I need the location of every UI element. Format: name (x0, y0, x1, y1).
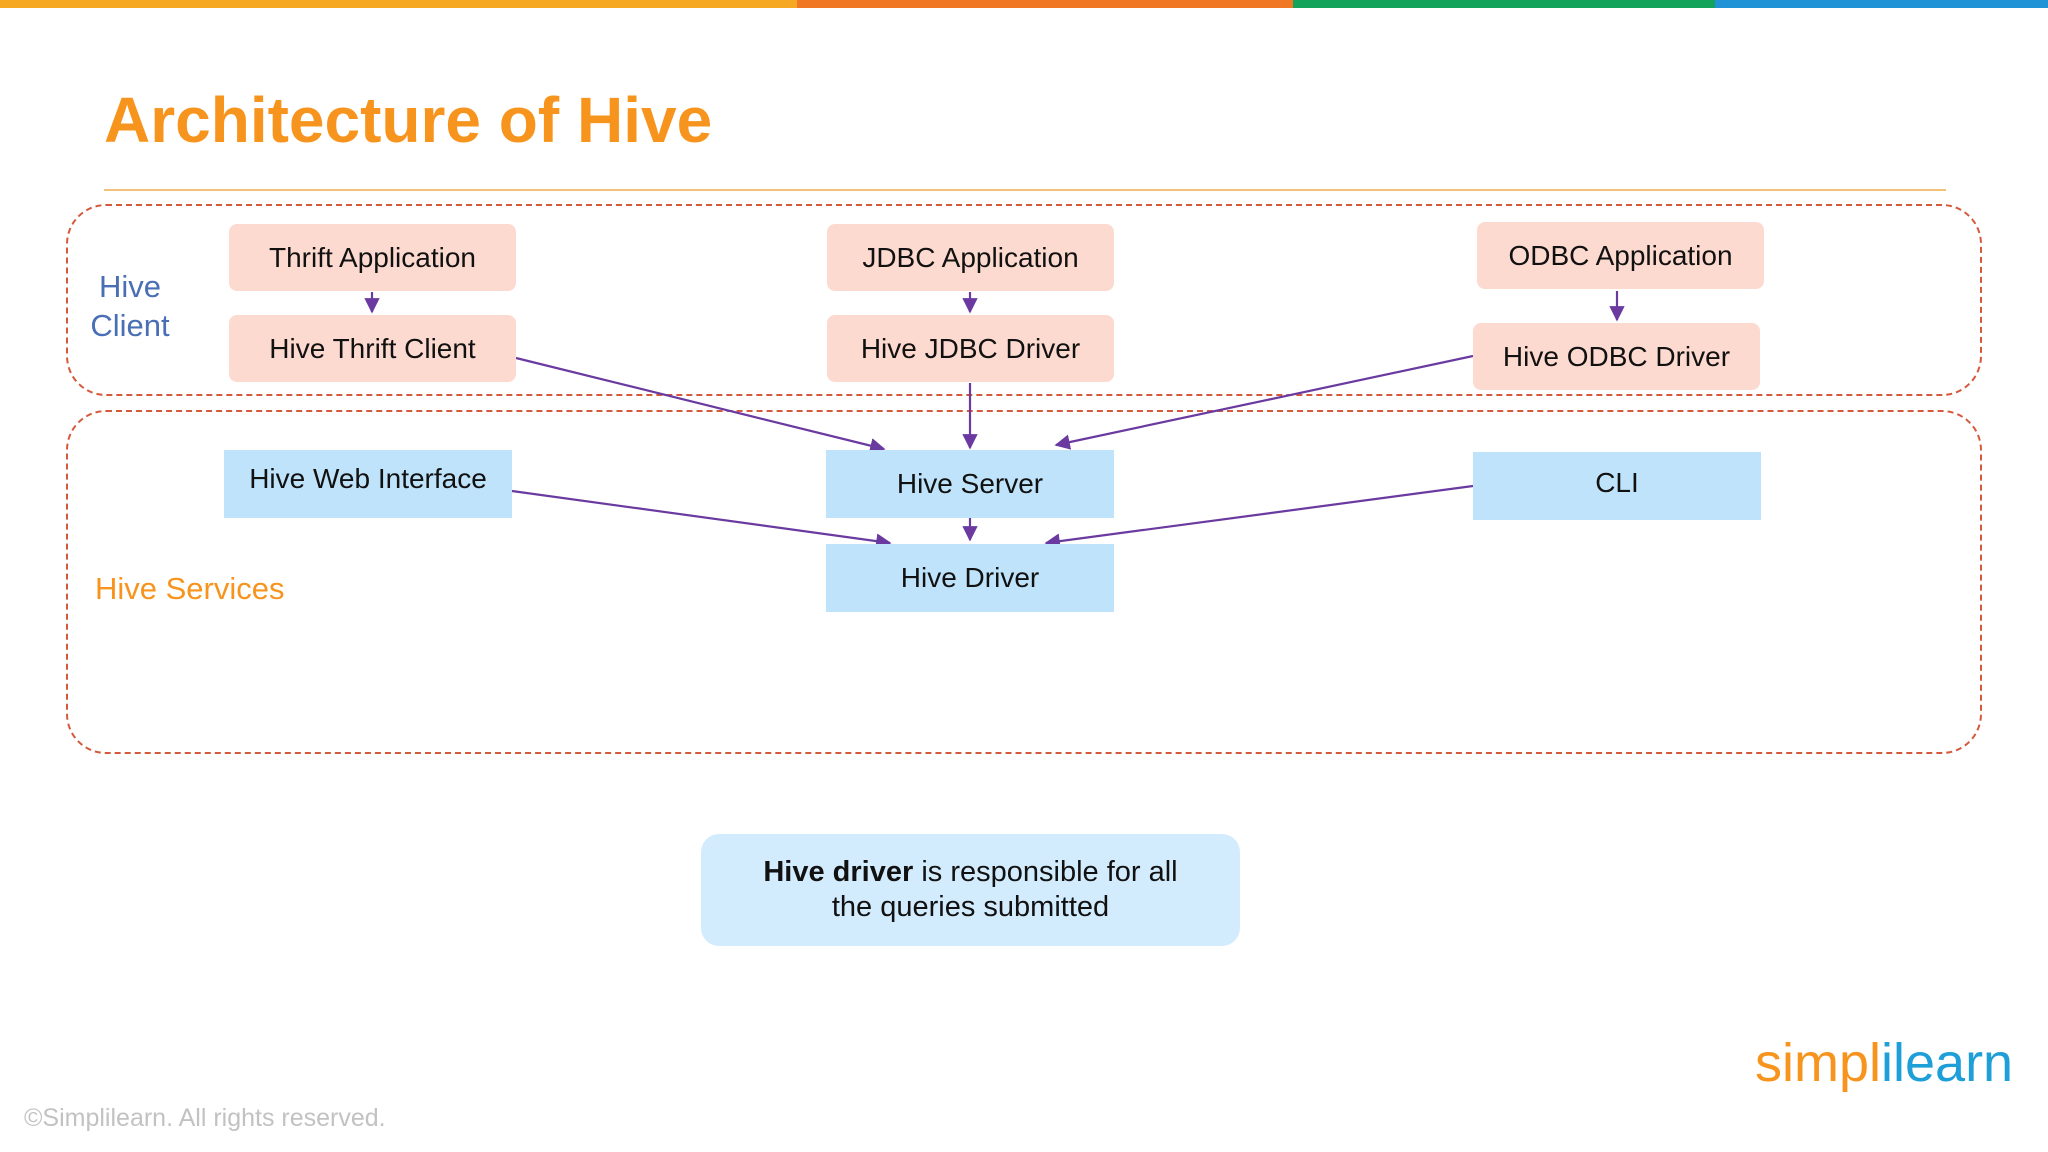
hive-client-label-line1: Hive (98, 269, 161, 304)
note-line-2: the queries submitted (831, 891, 1110, 923)
hive-services-group (66, 410, 1982, 754)
odbc-application-box: ODBC Application (1477, 222, 1764, 289)
hive-thrift-client-box: Hive Thrift Client (229, 315, 516, 382)
arrow-cli-to-driver (1044, 484, 1474, 549)
note-bold-text: Hive driver (763, 855, 914, 888)
hive-client-group (66, 204, 1982, 396)
logo-part-1: simpl (1755, 1033, 1882, 1093)
logo-part-2: ilearn (1881, 1033, 2014, 1093)
page-title: Architecture of Hive (104, 84, 713, 156)
cli-box: CLI (1473, 452, 1761, 520)
arrow-odbc-driver-to-server (1054, 354, 1474, 450)
title-divider (104, 189, 1946, 191)
hive-driver-note: Hive driver is responsible for all the q… (701, 834, 1240, 946)
hive-jdbc-driver-box: Hive JDBC Driver (827, 315, 1114, 382)
top-bar-segment-3 (1293, 0, 1715, 8)
note-line-1: Hive driver is responsible for all (763, 855, 1177, 890)
top-bar-segment-1 (0, 0, 797, 8)
note-line-1-text: is responsible for all (913, 855, 1178, 888)
hive-client-label: Hive Client (80, 268, 180, 346)
hive-web-interface-box: Hive Web Interface (224, 450, 512, 518)
hive-services-label: Hive Services (95, 571, 285, 606)
top-bar-segment-2 (797, 0, 1293, 8)
arrow-web-interface-to-driver (511, 489, 892, 549)
thrift-application-box: Thrift Application (229, 224, 516, 291)
hive-driver-box: Hive Driver (826, 544, 1114, 612)
hive-odbc-driver-box: Hive ODBC Driver (1473, 323, 1760, 390)
copyright-text: ©Simplilearn. All rights reserved. (24, 1104, 386, 1132)
hive-client-label-line2: Client (90, 307, 170, 343)
jdbc-application-box: JDBC Application (827, 224, 1114, 291)
simplilearn-logo: simplilearn (1755, 1036, 2013, 1090)
hive-server-box: Hive Server (826, 450, 1114, 518)
top-bar-segment-4 (1715, 0, 2048, 8)
arrow-thrift-client-to-server (515, 356, 886, 454)
